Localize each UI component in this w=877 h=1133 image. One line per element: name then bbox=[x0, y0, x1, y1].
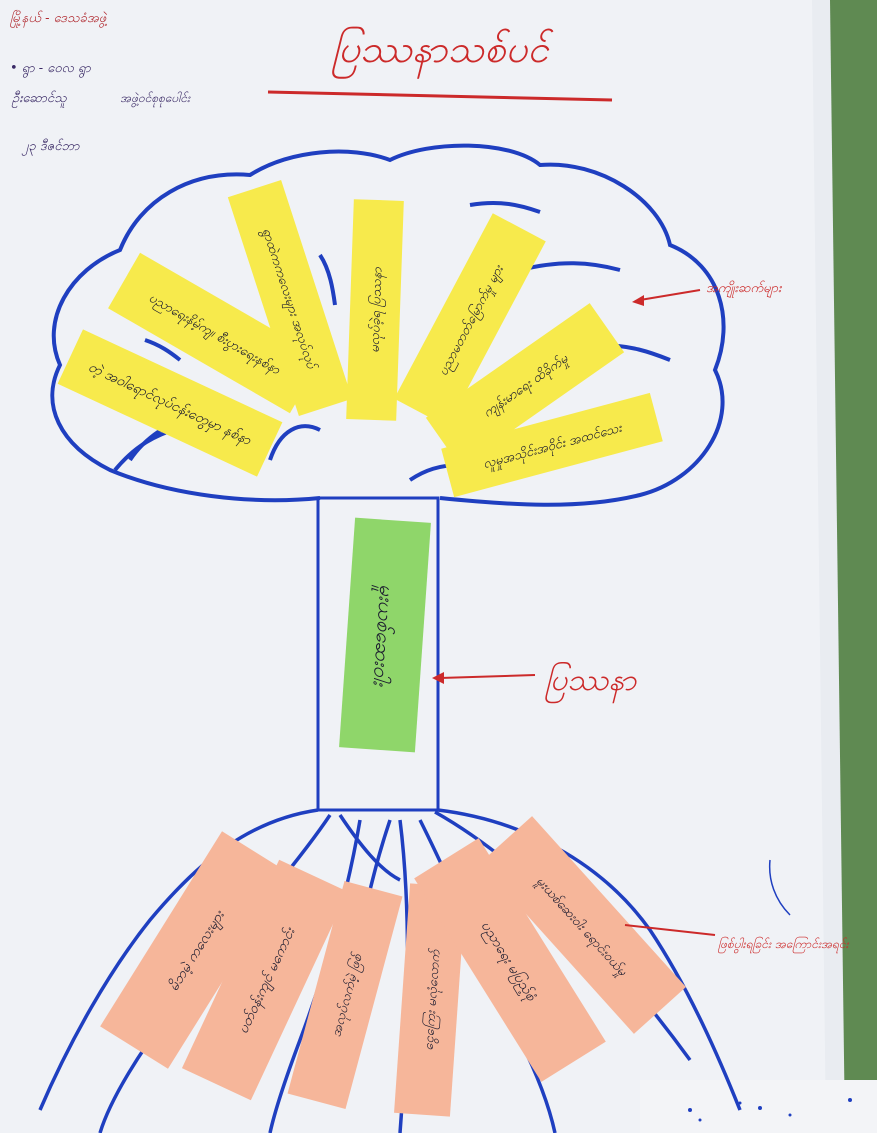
cause-card: အလုပ်လက်မဲ့ ဖြစ် bbox=[287, 880, 403, 1110]
problem-label: ပြဿနာ bbox=[545, 662, 637, 704]
header-note: အဖွဲ့ဝင်စုစုပေါင်း bbox=[120, 91, 191, 108]
cause-bracket-stroke bbox=[768, 859, 791, 916]
effect-card: မလုပ်ခဲ့ရ ပြဿနာ bbox=[346, 199, 404, 421]
header-note: ၂၃ ဒီဇင်ဘာ bbox=[21, 138, 80, 156]
cause-card: ပညာရေး မပြည့်စုံ bbox=[414, 838, 606, 1082]
effects-annotation: အကျိုးဆက်များ bbox=[632, 280, 783, 306]
cause-cards: မိဘမဲ့ ကလေးများ ပတ်ဝန်းကျင် မကောင်း အလုပ… bbox=[100, 816, 686, 1117]
tree-trunk bbox=[316, 496, 440, 812]
problem-card: မူးယစ်ဆေးဝါး bbox=[339, 517, 431, 753]
cause-pointer-line bbox=[624, 924, 716, 936]
arrow-left-icon bbox=[632, 295, 644, 306]
ink-splatter bbox=[688, 1098, 852, 1122]
effect-card-text: မလုပ်ခဲ့ရ ပြဿနာ bbox=[366, 266, 388, 353]
header-notes: မြို့နယ် - ဒေသခံအဖွဲ့ • ရွာ - ဝေလ ရွာ ဦး… bbox=[10, 9, 191, 156]
header-note: ဦးဆောင်သူ bbox=[11, 90, 67, 108]
cause-card: မိဘမဲ့ ကလေးများ bbox=[100, 831, 290, 1069]
paper-bottom-corner bbox=[640, 1080, 877, 1133]
poster-title: ပြဿနာသစ်ပင် bbox=[332, 26, 554, 79]
arrow-left-icon bbox=[439, 674, 536, 679]
cause-card: ငွေကြေး မလုံလောက် bbox=[394, 883, 466, 1117]
causes-annotation: ဖြစ်ပွါးရခြင်း အကြောင်းအရင်း bbox=[624, 859, 849, 954]
arrow-left-icon bbox=[639, 289, 701, 301]
causes-label: ဖြစ်ပွါးရခြင်း အကြောင်းအရင်း bbox=[718, 936, 849, 954]
arrow-left-icon bbox=[432, 672, 444, 684]
header-note: • ရွာ - ဝေလ ရွာ bbox=[10, 61, 91, 78]
problem-annotation: ပြဿနာ bbox=[432, 662, 637, 704]
title-underline bbox=[267, 90, 613, 102]
tree-crown-outline bbox=[50, 143, 726, 507]
header-note: မြို့နယ် - ဒေသခံအဖွဲ့ bbox=[10, 9, 108, 28]
effects-label: အကျိုးဆက်များ bbox=[706, 280, 783, 298]
